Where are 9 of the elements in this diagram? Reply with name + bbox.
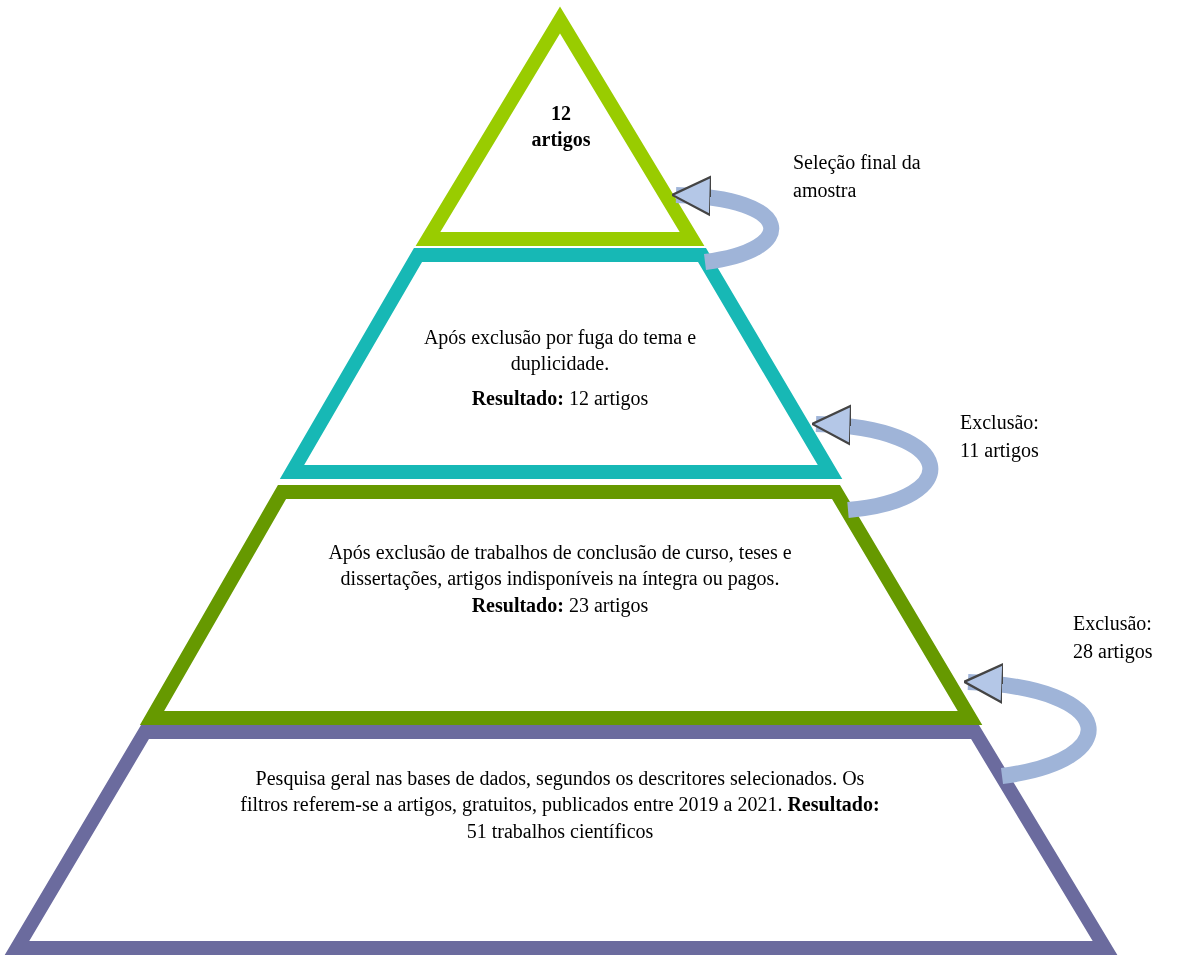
curved-arrow [963,664,1097,784]
level-text: Após exclusão de trabalhos de conclusão de curso, teses e dissertações, artigos indisponíveis na íntegra ou pagos. Resultado: 23 artigos [327,540,793,619]
level-text: Resultado: 12 artigos [470,386,650,412]
curved-arrow [671,176,779,270]
level-text: 12 artigos [530,101,592,153]
curved-arrow [811,406,938,518]
level-text: Após exclusão por fuga do tema e duplicidade. [422,325,698,377]
pyramid-level [418,8,704,248]
level-text: Pesquisa geral nas bases de dados, segundos os descritores selecionados. Os filtros referem-se a artigos, gratuitos, publicados entre 2019 a 2021. Resultado: 51 trabalhos científicos [239,766,881,844]
